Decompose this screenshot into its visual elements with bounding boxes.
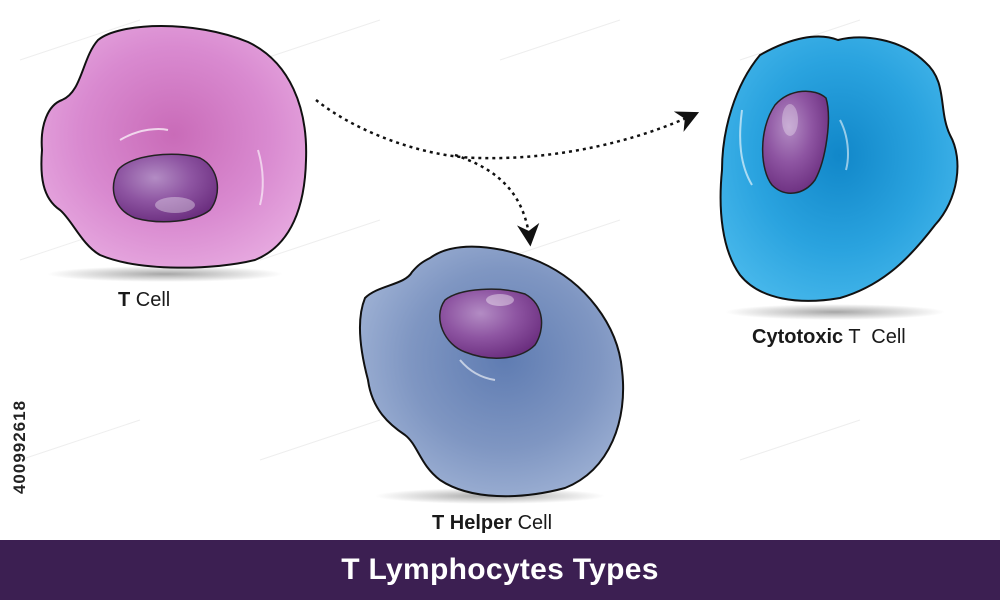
- t-helper-cell-body: [358, 245, 625, 498]
- stock-image-id: 400992618: [8, 362, 32, 532]
- differentiation-arrows: [315, 99, 700, 247]
- arrow-to-helper: [454, 153, 540, 247]
- cytotoxic-t-cell-body: [719, 35, 959, 302]
- t-cell-label: T Cell: [118, 289, 170, 312]
- cytotoxic-t-cell-label: Cytotoxic T Cell: [752, 326, 906, 349]
- t-cell-shadow: [47, 266, 283, 282]
- t-helper-cell-label-bold: T Helper: [432, 512, 513, 534]
- t-cell-label-bold: T: [118, 289, 131, 311]
- cytotoxic-t-cell-shadow: [725, 304, 945, 320]
- stock-image-id-text: 400992618: [10, 399, 29, 495]
- cytotoxic-t-cell-label-rest: T Cell: [843, 326, 906, 348]
- diagram-title: T Lymphocytes Types: [341, 553, 659, 586]
- t-helper-cell-nucleus: [439, 288, 543, 359]
- t-lymphocytes-diagram: [19, 19, 959, 504]
- t-cell-nucleus: [112, 153, 219, 223]
- cytotoxic-t-cell: [719, 35, 959, 320]
- t-cell-body: [40, 25, 308, 269]
- cytotoxic-t-cell-label-bold: Cytotoxic: [752, 326, 844, 348]
- t-helper-cell-label-rest: Cell: [512, 512, 553, 534]
- footer-banner: T Lymphocytes Types: [0, 540, 1000, 600]
- t-cell: [40, 25, 308, 282]
- t-helper-cell: [358, 245, 625, 504]
- arrow-to-cytotoxic: [315, 99, 700, 160]
- t-cell-label-rest: Cell: [130, 289, 171, 311]
- cytotoxic-t-cell-nucleus: [761, 90, 830, 194]
- t-helper-cell-label: T Helper Cell: [432, 512, 552, 535]
